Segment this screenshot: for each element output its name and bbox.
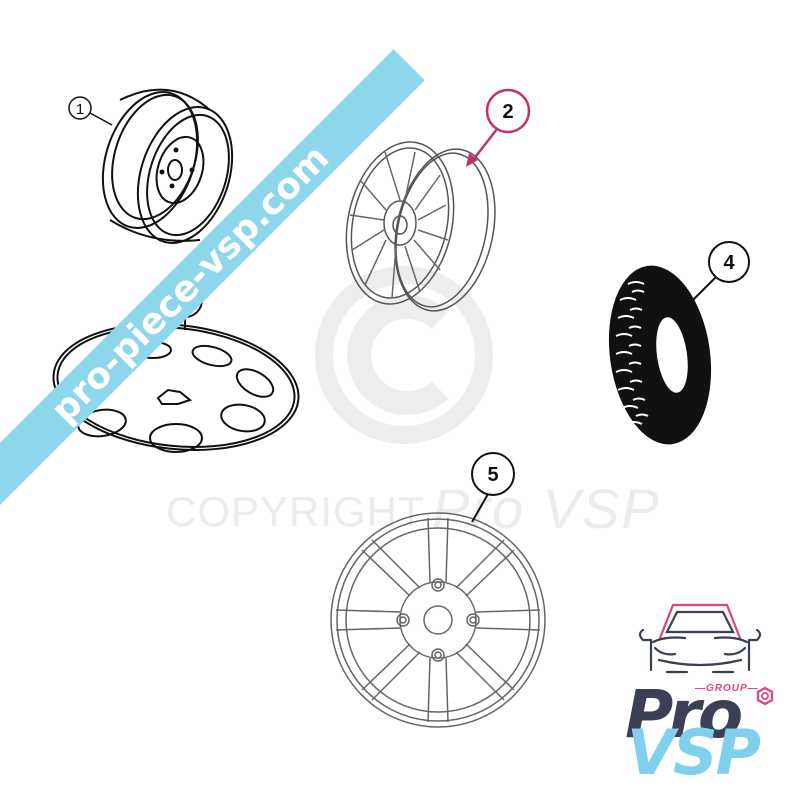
callout-1: 1 [68, 96, 113, 126]
callout-2: 2 [502, 101, 513, 123]
copyright-text: COPYRIGHT [166, 488, 425, 535]
logo-group-label: —GROUP— [695, 683, 759, 694]
logo-vsp-text: VSP [627, 716, 761, 789]
svg-text:1: 1 [76, 101, 84, 118]
svg-text:2: 2 [502, 101, 513, 123]
logo-pro-text: Pro [625, 676, 743, 753]
nut-icon [756, 686, 774, 706]
callout-4: 4 [723, 252, 735, 274]
brand-logo: —GROUP— Pro VSP [615, 590, 785, 784]
car-outline-icon [638, 603, 762, 674]
svg-text:5: 5 [487, 464, 498, 486]
callout-5: 5 [487, 464, 498, 486]
svg-text:4: 4 [723, 252, 735, 274]
copyright-brand: Pro VSP [432, 477, 661, 540]
